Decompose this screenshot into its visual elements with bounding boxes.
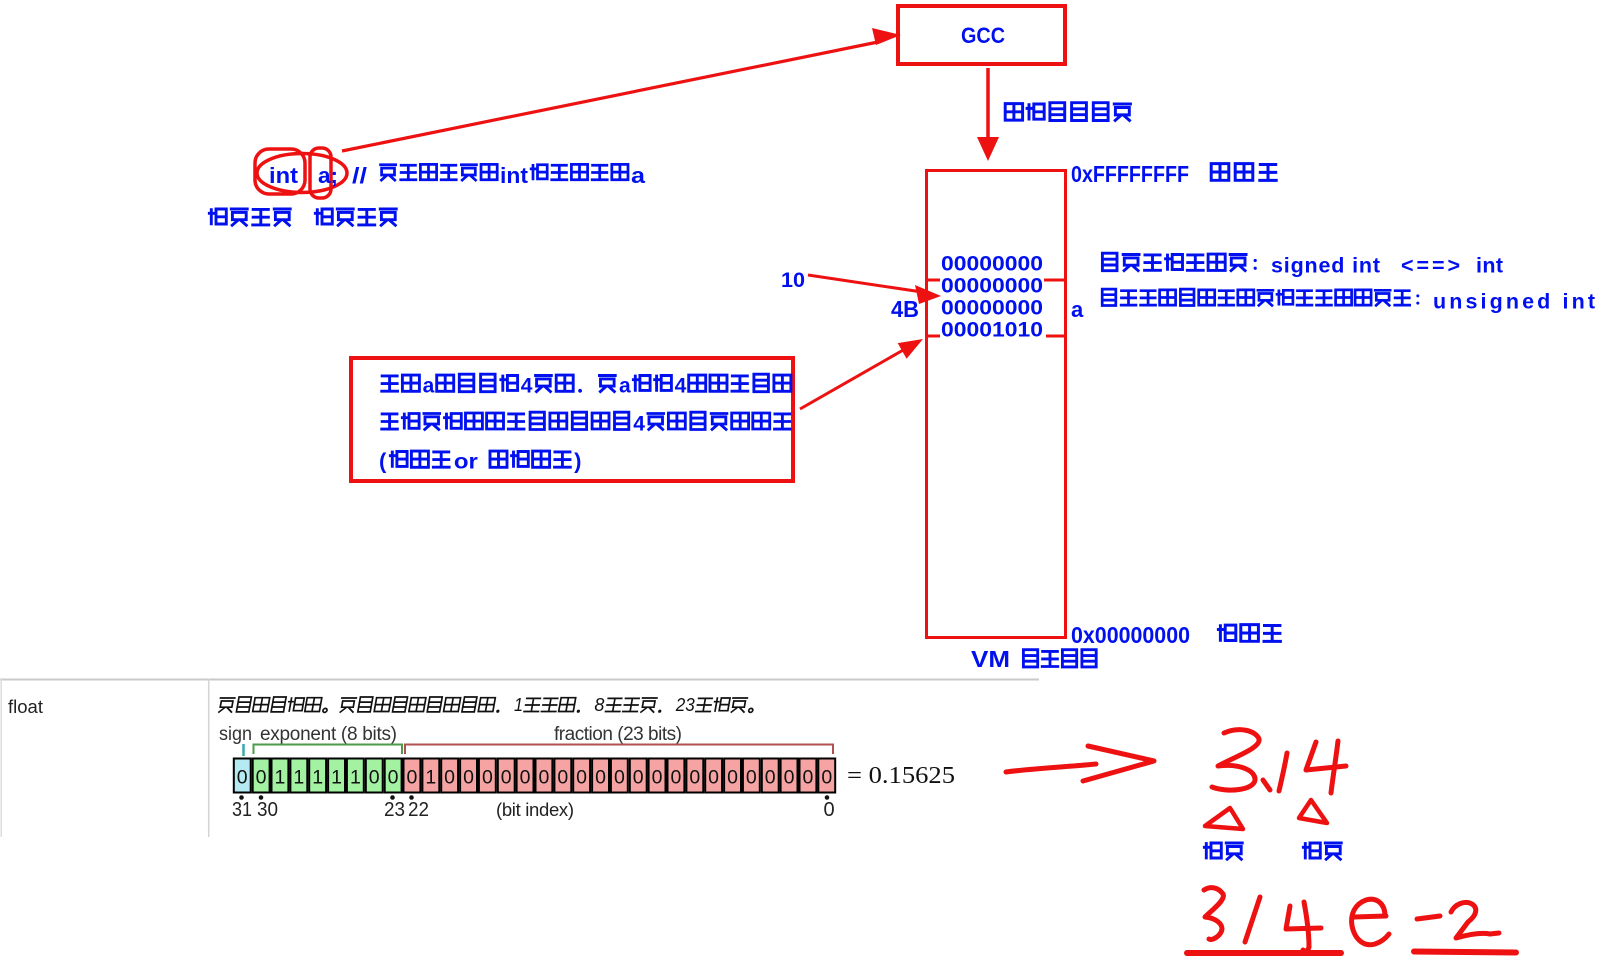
svg-text:0: 0 [708, 767, 719, 789]
svg-text:0: 0 [802, 767, 813, 789]
svg-text:1: 1 [350, 767, 361, 789]
svg-text:4: 4 [675, 375, 687, 398]
svg-text:10: 10 [781, 269, 805, 292]
svg-text:0: 0 [237, 767, 248, 789]
svg-text:0: 0 [369, 767, 380, 789]
svg-text:a: a [619, 375, 631, 398]
svg-text:): ) [574, 449, 581, 474]
svg-text:1: 1 [312, 767, 323, 789]
svg-text:0: 0 [501, 767, 512, 789]
svg-text:signed int: signed int [1271, 254, 1380, 278]
svg-text:0: 0 [557, 767, 568, 789]
svg-text:0: 0 [256, 767, 267, 789]
svg-text:8: 8 [594, 695, 604, 715]
svg-text:1: 1 [425, 767, 436, 789]
svg-text:00000000: 00000000 [941, 253, 1043, 276]
svg-text:0: 0 [576, 767, 587, 789]
svg-text:0: 0 [406, 767, 417, 789]
svg-text:0: 0 [689, 767, 700, 789]
svg-text:int: int [1476, 254, 1503, 278]
svg-text:0: 0 [482, 767, 493, 789]
svg-text:sign: sign [219, 724, 252, 745]
svg-text:30: 30 [257, 799, 278, 821]
svg-text:fraction (23 bits): fraction (23 bits) [554, 724, 682, 745]
svg-text:0: 0 [595, 767, 606, 789]
svg-text:00000000: 00000000 [941, 297, 1043, 320]
svg-text:= 0.15625: = 0.15625 [847, 763, 955, 789]
svg-text:00000000: 00000000 [941, 275, 1043, 298]
svg-text:0: 0 [538, 767, 549, 789]
svg-text:0: 0 [520, 767, 531, 789]
svg-text:VM: VM [971, 646, 1010, 672]
svg-text:23: 23 [384, 799, 405, 821]
svg-text:a;: a; [318, 163, 338, 188]
svg-text:0: 0 [821, 767, 832, 789]
svg-text:0: 0 [746, 767, 757, 789]
svg-text:4: 4 [633, 413, 645, 436]
svg-text:4B: 4B [891, 296, 919, 322]
svg-text:unsigned int: unsigned int [1433, 290, 1595, 314]
svg-text:0: 0 [444, 767, 455, 789]
svg-text:0: 0 [388, 767, 399, 789]
svg-text:GCC: GCC [961, 23, 1005, 48]
svg-text:float: float [8, 696, 43, 717]
svg-text:1: 1 [293, 767, 304, 789]
svg-text:0: 0 [614, 767, 625, 789]
svg-text:int: int [500, 163, 529, 188]
svg-text:1: 1 [514, 695, 523, 715]
svg-text:0: 0 [463, 767, 474, 789]
svg-text:4: 4 [521, 375, 533, 398]
svg-text:31: 31 [232, 799, 252, 821]
svg-text:0: 0 [633, 767, 644, 789]
svg-text:0: 0 [765, 767, 776, 789]
svg-text:0xFFFFFFFF: 0xFFFFFFFF [1071, 161, 1189, 187]
svg-text:22: 22 [408, 799, 429, 821]
svg-text:(: ( [379, 449, 387, 474]
svg-text://: // [352, 163, 367, 188]
svg-text:0x00000000: 0x00000000 [1071, 622, 1190, 648]
svg-text:1: 1 [274, 767, 285, 789]
svg-text:a: a [423, 375, 435, 398]
svg-text:23: 23 [675, 695, 695, 715]
svg-text:00001010: 00001010 [941, 319, 1043, 342]
svg-text:a: a [1071, 297, 1084, 322]
svg-text:0: 0 [784, 767, 795, 789]
svg-text:0: 0 [727, 767, 738, 789]
svg-text:1: 1 [331, 767, 342, 789]
svg-text:0: 0 [652, 767, 663, 789]
svg-text:(bit index): (bit index) [496, 799, 574, 820]
svg-text:0: 0 [670, 767, 681, 789]
svg-text:int: int [269, 163, 299, 188]
svg-text:exponent (8 bits): exponent (8 bits) [260, 724, 397, 745]
svg-text:a: a [631, 163, 646, 188]
svg-text:0: 0 [823, 799, 834, 821]
svg-text:or: or [454, 451, 478, 474]
